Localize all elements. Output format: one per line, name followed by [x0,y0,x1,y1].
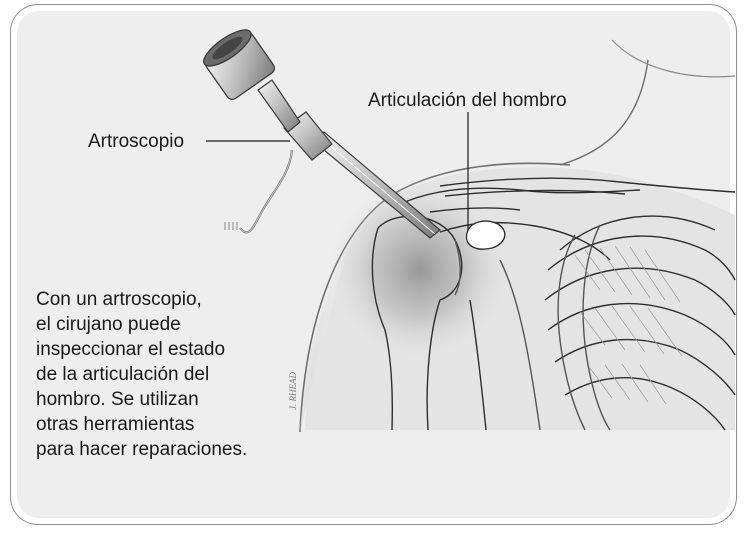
caption-line: el cirujano puede [36,312,296,337]
arthroscope-cable [225,150,292,232]
caption-line: hombro. Se utilizan [36,387,296,412]
joint-shadow [325,175,515,365]
caption-text: Con un artroscopio, el cirujano puede in… [36,287,296,462]
arthroscope-label: Artroscopio [88,131,184,153]
shoulder-joint-label: Articulación del hombro [368,90,567,112]
caption-line: Con un artroscopio, [36,287,296,312]
caption-line: otras herramientas [36,412,296,437]
caption-line: inspeccionar el estado [36,337,296,362]
arthroscope-icon [199,24,440,238]
caption-line: de la articulación del [36,362,296,387]
caption-line: para hacer reparaciones. [36,437,296,462]
